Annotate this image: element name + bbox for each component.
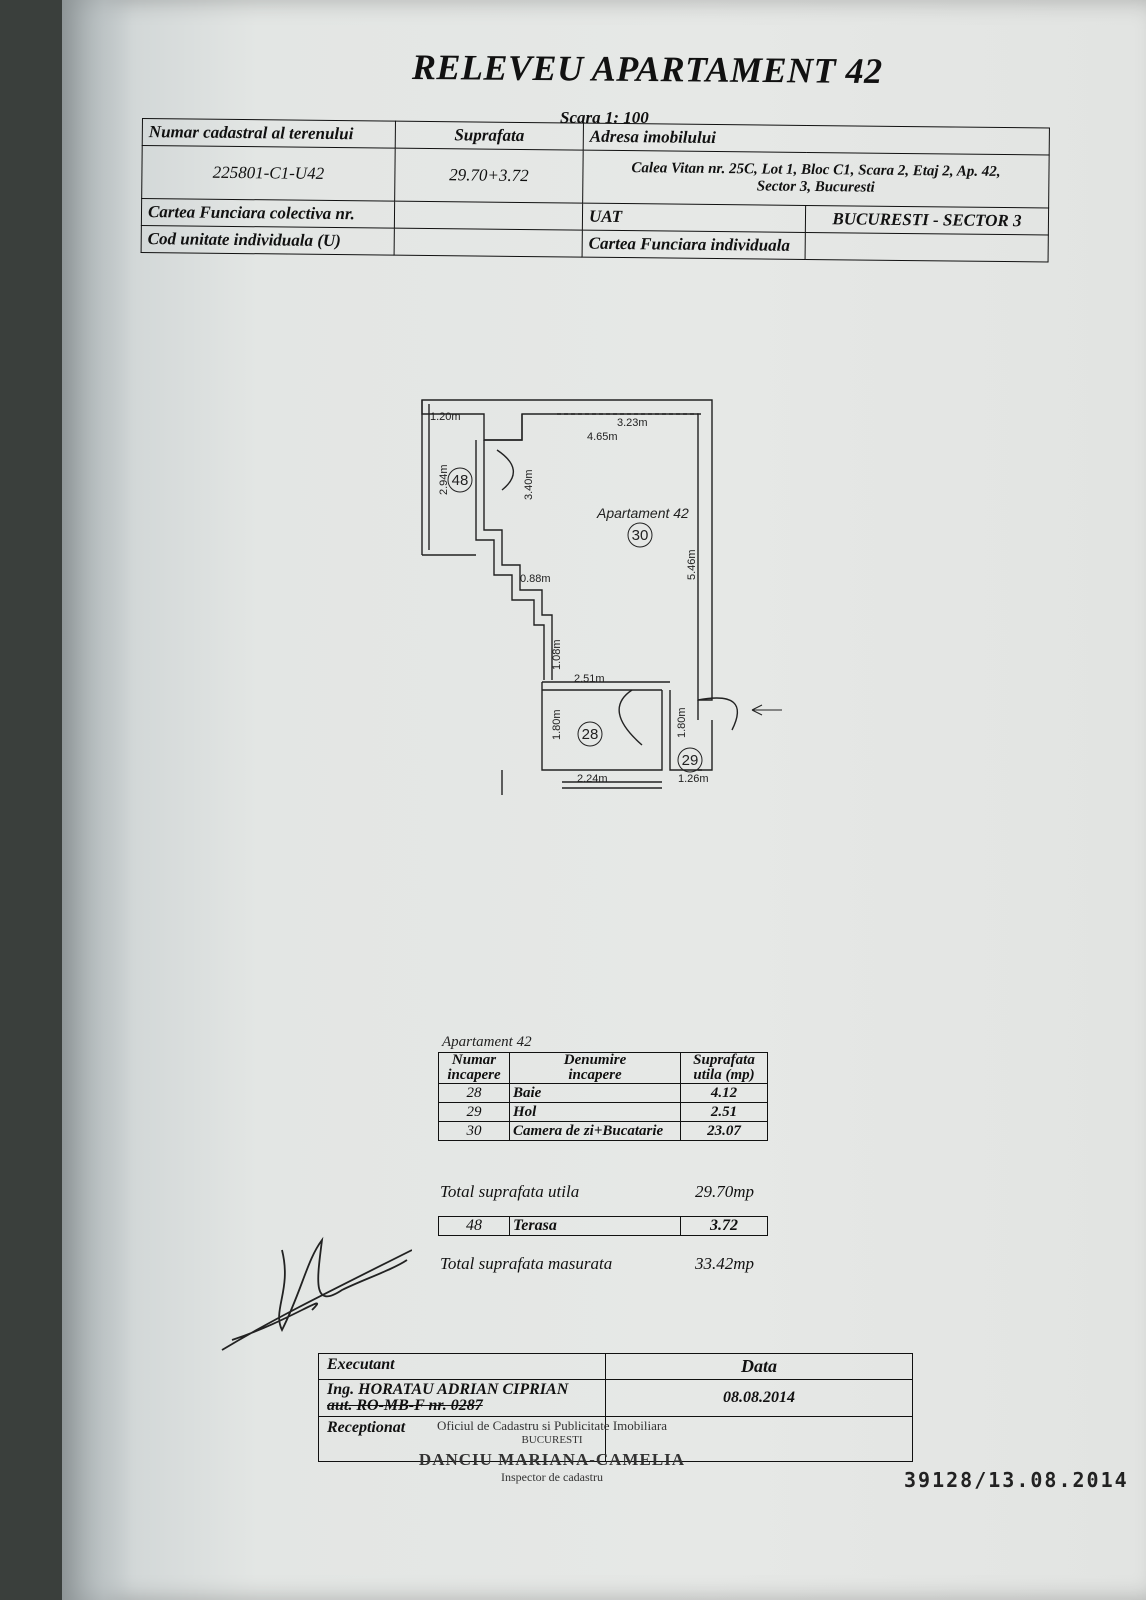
dim-top-inner: 3.23m <box>617 417 648 429</box>
area-label: Suprafata <box>395 121 584 151</box>
plan-wall-entrance <box>697 700 713 771</box>
cf-collective-value <box>394 201 583 231</box>
executant-details: Ing. HORATAU ADRIAN CIPRIAN aut. RO-MB-F… <box>318 1379 606 1417</box>
plan-wall-bath <box>541 682 663 771</box>
receptionat-label: Receptionat <box>318 1416 606 1462</box>
page-binding-shadow <box>62 0 132 1600</box>
room-number-30: 30 <box>632 527 649 544</box>
dim-bath-bottom: 2.24m <box>577 773 608 785</box>
stamp-inspector-title: Inspector de cadastru <box>501 1470 603 1484</box>
executant-authorization: aut. RO-MB-F nr. 0287 <box>327 1397 483 1414</box>
cadastre-stamp: Oficiul de Cadastru si Publicitate Imobi… <box>362 1418 742 1485</box>
dim-terrace-door: 3.40m <box>523 469 535 500</box>
scale-label: Scara 1: 100 <box>560 108 649 127</box>
uat-value: BUCURESTI - SECTOR 3 <box>805 205 1049 235</box>
plan-door-swing-terrace <box>496 449 514 491</box>
dim-hall-height: 1.80m <box>676 707 688 738</box>
date-value: 08.08.2014 <box>605 1379 913 1417</box>
total-usable-value: 29.70mp <box>695 1182 755 1201</box>
total-measured-label: Total suprafata masurata <box>440 1254 613 1273</box>
cadastral-value: 225801-C1-U42 <box>141 145 396 202</box>
plan-wall-hall <box>669 690 702 771</box>
executant-label: Executant <box>318 1353 606 1380</box>
table-row: 48 Terasa 3.72 <box>438 1216 768 1236</box>
cadastral-label: Numar cadastral al terenului <box>142 118 396 149</box>
uat-label: UAT <box>582 203 806 233</box>
date-label: Data <box>605 1353 913 1380</box>
room-number-29: 29 <box>682 752 699 769</box>
plan-wall-bottom <box>501 770 662 795</box>
stamp-office: Oficiul de Cadastru si Publicitate Imobi… <box>437 1418 667 1433</box>
plan-wall-stair-inner <box>475 440 545 680</box>
stamp-inspector-name: DANCIU MARIANA-CAMELIA <box>418 1450 686 1469</box>
total-measured-row: Total suprafata masurata 33.42mp <box>440 1254 754 1274</box>
dim-bath-top: 2.51m <box>574 673 605 685</box>
plan-door-swing-entrance <box>697 697 739 731</box>
plan-wall-top <box>421 399 713 701</box>
document-title: RELEVEU APARTAMENT 42 <box>411 46 883 92</box>
table-row: 29 Hol 2.51 <box>438 1102 768 1122</box>
cf-individual-label: Cartea Funciara individuala <box>582 230 806 260</box>
total-usable-row: Total suprafata utila 29.70mp <box>440 1182 754 1202</box>
total-usable-label: Total suprafata utila <box>440 1182 580 1201</box>
area-value: 29.70+3.72 <box>394 148 584 204</box>
cf-individual-value <box>805 232 1049 262</box>
execution-table: Executant Data Ing. HORATAU ADRIAN CIPRI… <box>318 1353 913 1462</box>
floor-plan: 1.20m 3.23m 4.65m 2.94m 3.40m 5.46m 0.88… <box>421 399 782 795</box>
receptionat-value <box>605 1416 913 1462</box>
dim-living-height: 5.46m <box>686 549 698 580</box>
plan-apartment-label: Apartament 42 <box>596 505 689 521</box>
executant-signature <box>221 1236 412 1351</box>
dim-terrace-width: 1.20m <box>430 411 461 423</box>
cf-collective-label: Cartea Funciara colectiva nr. <box>141 198 395 229</box>
dim-terrace-height: 2.94m <box>438 464 450 495</box>
rooms-caption: Apartament 42 <box>442 1034 532 1050</box>
terrace-table: 48 Terasa 3.72 <box>438 1216 768 1236</box>
dim-hall-bottom: 1.26m <box>678 773 709 785</box>
unit-code-value <box>394 228 583 258</box>
document-page: RELEVEU APARTAMENT 42 Scara 1: 100 Numar… <box>62 0 1146 1600</box>
registration-number: 39128/13.08.2014 <box>904 1468 1129 1492</box>
total-measured-value: 33.42mp <box>695 1254 755 1273</box>
dim-top-full: 4.65m <box>587 431 618 443</box>
dim-stair-step: 0.88m <box>520 573 551 585</box>
executant-name: Ing. HORATAU ADRIAN CIPRIAN <box>327 1381 569 1398</box>
plan-door-swing-bath <box>618 689 643 746</box>
room-number-48: 48 <box>452 472 469 489</box>
plan-wall-stair <box>483 440 553 680</box>
dim-bath-height: 1.80m <box>551 709 563 740</box>
address-value: Calea Vitan nr. 25C, Lot 1, Bloc C1, Sca… <box>582 150 1050 208</box>
dim-passage: 1.08m <box>551 639 563 670</box>
room-number-28: 28 <box>582 726 599 743</box>
table-row: 28 Baie 4.12 <box>438 1083 768 1103</box>
plan-terrace-notch <box>484 414 523 441</box>
property-header-table: Numar cadastral al terenului Suprafata A… <box>141 118 1050 263</box>
stamp-city: BUCURESTI <box>521 1434 583 1446</box>
unit-code-label: Cod unitate individuala (U) <box>141 225 395 256</box>
table-row: 30 Camera de zi+Bucatarie 23.07 <box>438 1121 768 1141</box>
plan-entrance-arrowhead <box>751 704 763 716</box>
